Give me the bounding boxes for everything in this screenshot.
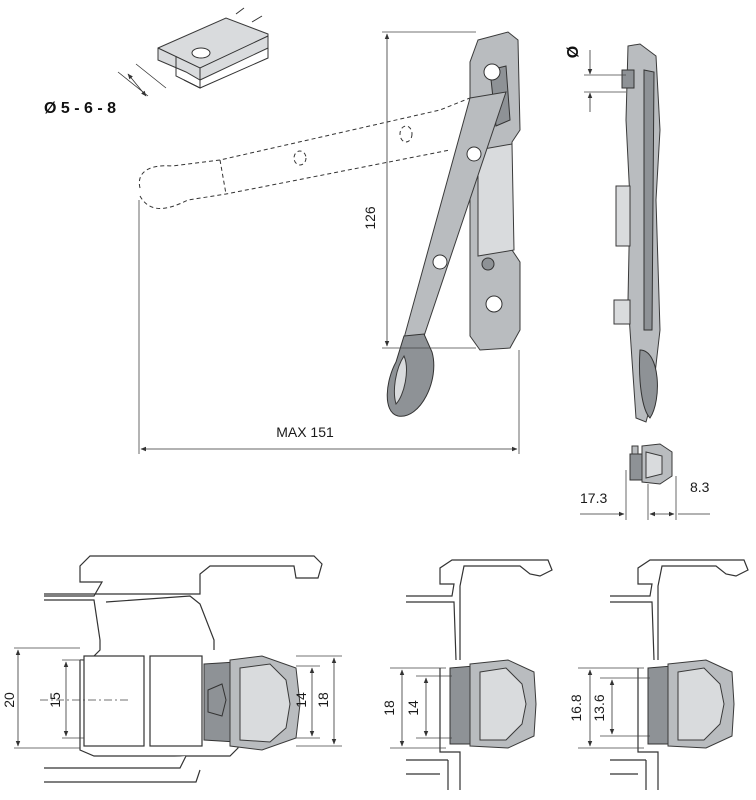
depth-b-label: 8.3 [690,479,710,495]
section1-right-inner-label: 14 [293,692,309,708]
height-label: 126 [362,206,378,230]
window-stay-side-view [138,31,521,454]
diameter-symbol-label: Ø [565,46,582,58]
section1-right-outer-label: 18 [315,692,331,708]
section1-inner-label: 15 [47,692,63,708]
window-stay-edge-view [584,43,661,423]
max-reach-label: MAX 151 [276,424,334,440]
section3-outer-label: 16.8 [568,694,584,721]
section2-inner-label: 14 [405,700,421,716]
section2-outer-label: 18 [381,700,397,716]
profile-section-2 [390,559,553,790]
mounting-plate-detail [117,7,269,97]
fixing-detail [580,443,710,520]
section1-outer-label: 20 [1,692,17,708]
depth-a-label: 17.3 [580,490,607,506]
section3-inner-label: 13.6 [591,694,607,721]
profile-section-1 [14,555,342,783]
profile-section-3 [578,559,749,790]
diameter-options-label: Ø 5 - 6 - 8 [44,100,116,117]
